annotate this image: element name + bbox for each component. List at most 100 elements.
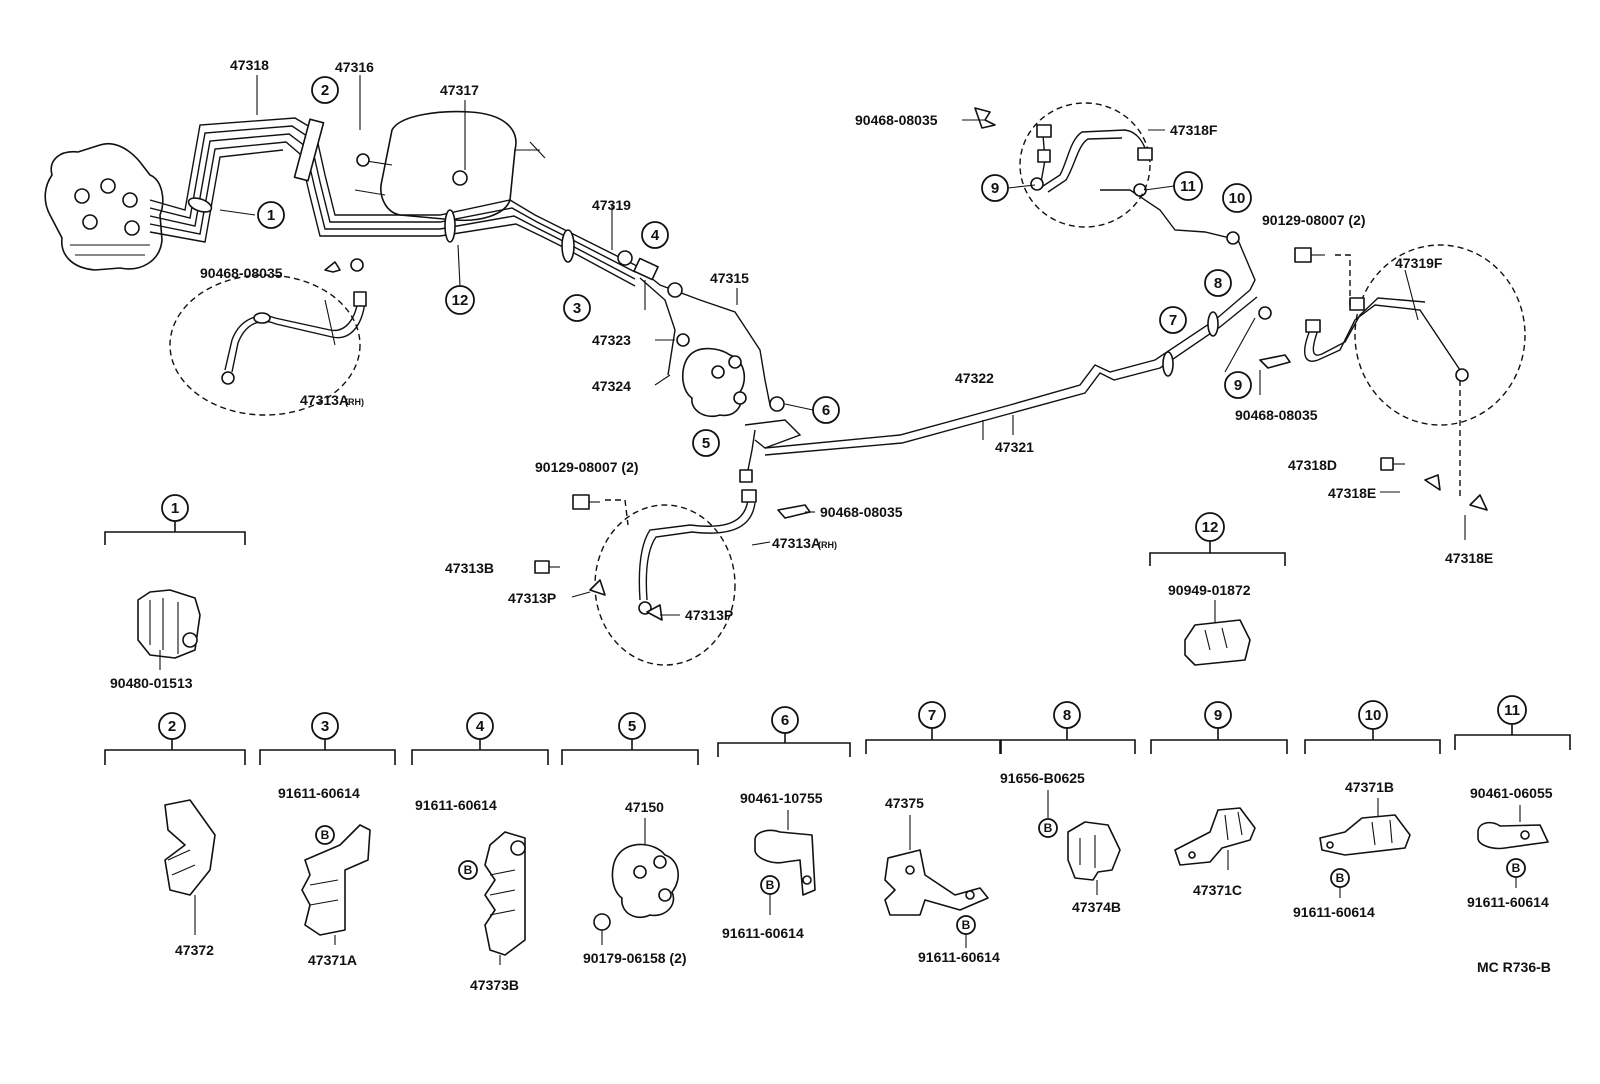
box7-bolt: 91611-60614 bbox=[918, 949, 1000, 965]
detail-box-1: 1 90480-01513 bbox=[104, 494, 246, 691]
svg-text:B: B bbox=[1512, 861, 1521, 875]
main-tube-bundle bbox=[149, 117, 636, 287]
callout-5-main: 5 bbox=[692, 429, 720, 457]
detail-box-3: 3 91611-60614 B 47371A bbox=[259, 712, 396, 968]
fastener-icons bbox=[324, 107, 1488, 621]
label-47317: 47317 bbox=[440, 82, 479, 98]
label-47318F: 47318F bbox=[1170, 122, 1218, 138]
label-47324: 47324 bbox=[592, 378, 631, 394]
svg-text:10: 10 bbox=[1365, 707, 1382, 724]
box8-part: 91656-B0625 bbox=[1000, 770, 1085, 786]
front-right-wheel-hose bbox=[594, 429, 757, 666]
detail-box-10: 10 47371B B 91611-60614 bbox=[1293, 700, 1441, 920]
svg-text:8: 8 bbox=[1063, 707, 1071, 724]
detail-box-7: 7 47375 B 91611-60614 bbox=[865, 701, 1001, 965]
svg-text:12: 12 bbox=[452, 292, 469, 309]
rear-right-wheel-hose bbox=[1304, 244, 1526, 500]
label-90129-08007-right: 90129-08007 (2) bbox=[1262, 212, 1366, 228]
svg-text:2: 2 bbox=[321, 82, 329, 99]
svg-text:B: B bbox=[464, 863, 473, 877]
box11-part: 90461-06055 bbox=[1470, 785, 1553, 801]
detail-box-11: 11 90461-06055 B 91611-60614 bbox=[1454, 695, 1571, 910]
detail-box-9: 9 47371C bbox=[1150, 701, 1288, 898]
label-47313P-b: 47313P bbox=[685, 607, 733, 623]
label-47323: 47323 bbox=[592, 332, 631, 348]
label-47318E-b: 47318E bbox=[1445, 550, 1493, 566]
callout-10-main: 10 bbox=[1222, 183, 1252, 213]
brake-booster bbox=[354, 110, 546, 222]
box5-bolt: 90179-06158 (2) bbox=[583, 950, 687, 966]
svg-text:9: 9 bbox=[1234, 377, 1242, 394]
label-47319: 47319 bbox=[592, 197, 631, 213]
detail-box-6: 6 90461-10755 B 91611-60614 bbox=[717, 706, 851, 941]
svg-text:2: 2 bbox=[168, 718, 176, 735]
detail-box-2: 2 47372 bbox=[104, 712, 246, 958]
box6-bolt: 91611-60614 bbox=[722, 925, 804, 941]
box6-part: 90461-10755 bbox=[740, 790, 823, 806]
svg-text:B: B bbox=[1044, 821, 1053, 835]
detail-box-4: 4 91611-60614 B 47373B bbox=[411, 712, 549, 993]
box5-part: 47150 bbox=[625, 799, 664, 815]
label-47315: 47315 bbox=[710, 270, 749, 286]
label-47316: 47316 bbox=[335, 59, 374, 75]
svg-text:5: 5 bbox=[628, 718, 636, 735]
svg-text:8: 8 bbox=[1214, 275, 1222, 292]
label-47313A-left: 47313A bbox=[300, 392, 349, 408]
box3-bolt: 91611-60614 bbox=[278, 785, 360, 801]
master-cylinder-unit bbox=[44, 143, 164, 271]
front-left-wheel-hose bbox=[169, 274, 367, 416]
callout-8-main: 8 bbox=[1204, 269, 1232, 297]
svg-text:6: 6 bbox=[822, 402, 830, 419]
box1-part: 90480-01513 bbox=[110, 675, 193, 691]
label-90468-08035-top: 90468-08035 bbox=[855, 112, 938, 128]
detail-box-12: 12 90949-01872 bbox=[1149, 512, 1286, 666]
svg-text:12: 12 bbox=[1202, 519, 1219, 536]
svg-text:B: B bbox=[1336, 871, 1345, 885]
label-90468-08035-right: 90468-08035 bbox=[1235, 407, 1318, 423]
svg-text:4: 4 bbox=[476, 718, 485, 735]
box4-part: 47373B bbox=[470, 977, 519, 993]
box9-part: 47371C bbox=[1193, 882, 1242, 898]
callout-2-main: 2 bbox=[311, 76, 339, 104]
svg-text:B: B bbox=[766, 878, 775, 892]
detail-box-8: 8 91656-B0625 B 47374B bbox=[1000, 701, 1136, 915]
callout-4-main: 4 bbox=[641, 221, 669, 249]
box12-part: 90949-01872 bbox=[1168, 582, 1251, 598]
callout-9-main-right: 9 bbox=[1224, 371, 1252, 399]
label-90129-08007-mid: 90129-08007 (2) bbox=[535, 459, 639, 475]
detail-box-5: 5 47150 90179-06158 (2) bbox=[561, 712, 699, 966]
label-47313B: 47313B bbox=[445, 560, 494, 576]
box2-part: 47372 bbox=[175, 942, 214, 958]
diagram-code: MC R736-B bbox=[1477, 959, 1551, 975]
callout-1-main: 1 bbox=[257, 201, 285, 229]
rear-left-wheel-hose bbox=[1019, 102, 1153, 228]
callout-3-main: 3 bbox=[563, 294, 591, 322]
label-47318E-a: 47318E bbox=[1328, 485, 1376, 501]
label-rh-mid: (RH) bbox=[818, 540, 837, 550]
proportioning-valve bbox=[617, 250, 802, 449]
callout-12-main: 12 bbox=[445, 285, 475, 315]
label-90468-08035-mid: 90468-08035 bbox=[820, 504, 903, 520]
box10-bolt: 91611-60614 bbox=[1293, 904, 1375, 920]
svg-text:9: 9 bbox=[991, 180, 999, 197]
svg-text:10: 10 bbox=[1229, 190, 1246, 207]
svg-text:11: 11 bbox=[1504, 702, 1520, 719]
rear-brake-tubes bbox=[764, 289, 1272, 456]
label-90468-08035-left: 90468-08035 bbox=[200, 265, 283, 281]
svg-text:7: 7 bbox=[1169, 312, 1177, 329]
svg-text:9: 9 bbox=[1214, 707, 1222, 724]
callout-9-main-left: 9 bbox=[981, 174, 1009, 202]
label-47313P-a: 47313P bbox=[508, 590, 556, 606]
box10-part: 47371B bbox=[1345, 779, 1394, 795]
label-47322: 47322 bbox=[955, 370, 994, 386]
label-47318D: 47318D bbox=[1288, 457, 1337, 473]
box4-bolt: 91611-60614 bbox=[415, 797, 497, 813]
box11-bolt: 91611-60614 bbox=[1467, 894, 1549, 910]
leader-lines bbox=[219, 75, 1466, 616]
svg-text:4: 4 bbox=[651, 227, 660, 244]
label-47321: 47321 bbox=[995, 439, 1034, 455]
box7-part: 47375 bbox=[885, 795, 924, 811]
label-47319F: 47319F bbox=[1395, 255, 1443, 271]
svg-text:3: 3 bbox=[573, 300, 581, 317]
